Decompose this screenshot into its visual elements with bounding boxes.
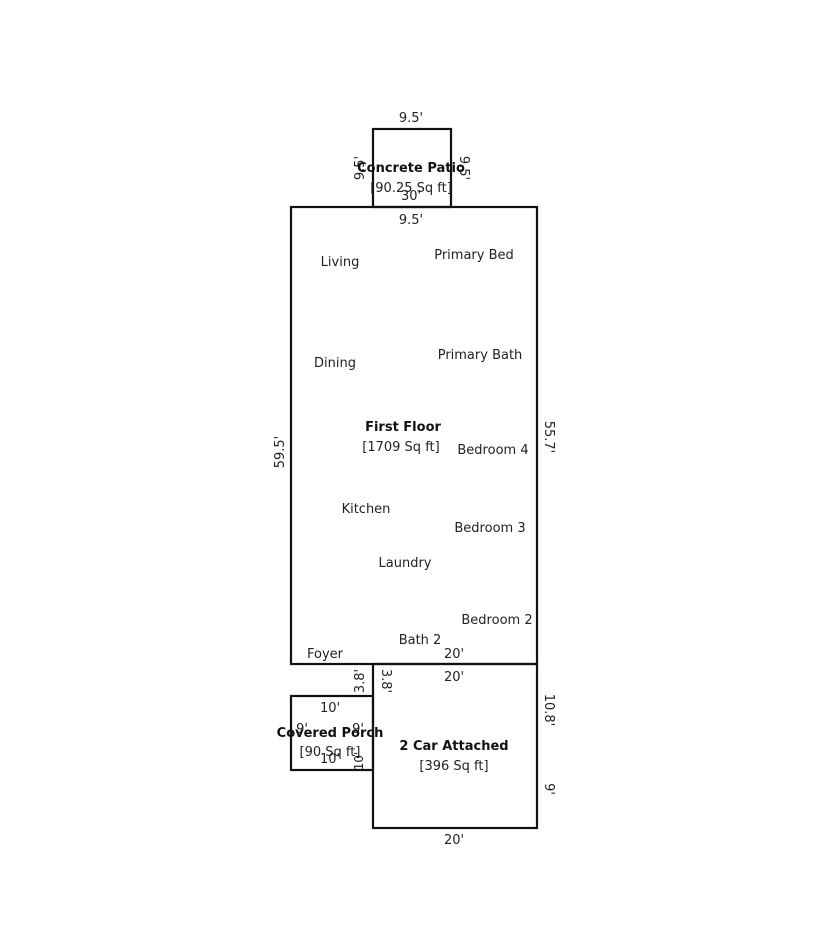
- first-floor-label: First Floor: [365, 420, 441, 435]
- room-dining: Dining: [314, 356, 356, 371]
- porch-left-dimension: 9': [296, 722, 308, 737]
- room-primary-bath: Primary Bath: [438, 348, 523, 363]
- room-bedroom-2: Bedroom 2: [461, 613, 532, 628]
- room-living: Living: [321, 255, 360, 270]
- room-kitchen: Kitchen: [342, 502, 391, 517]
- garage-right-lower-dimension: 9': [541, 783, 556, 795]
- first-floor-top-dimension: 9.5': [399, 213, 423, 228]
- garage-label: 2 Car Attached: [399, 739, 508, 754]
- first-floor-porch-edge-dimension: 3.8': [353, 669, 368, 693]
- patio-bottom-dimension: 30': [401, 189, 421, 204]
- porch-side-dimension: 10': [352, 752, 366, 771]
- room-bedroom-3: Bedroom 3: [454, 521, 525, 536]
- porch-right-dimension: 9': [352, 722, 364, 737]
- patio-right-dimension: 9.5': [456, 156, 471, 180]
- covered-porch-label: Covered Porch: [277, 726, 384, 741]
- first-floor-garage-edge-dimension: 20': [444, 647, 464, 662]
- room-primary-bed: Primary Bed: [434, 248, 514, 263]
- concrete-patio-label: Concrete Patio: [357, 161, 465, 176]
- garage-top-dimension: 20': [444, 670, 464, 685]
- room-bedroom-4: Bedroom 4: [457, 443, 528, 458]
- room-foyer: Foyer: [307, 647, 344, 662]
- garage-outline: [371, 662, 539, 830]
- first-floor-outline: [289, 205, 539, 666]
- first-floor-area: [1709 Sq ft]: [362, 440, 439, 455]
- patio-left-dimension: 9.5': [353, 156, 368, 180]
- garage-bottom-dimension: 20': [444, 833, 464, 848]
- first-floor-left-dimension: 59.5': [273, 436, 288, 469]
- room-laundry: Laundry: [379, 556, 432, 571]
- garage-left-dimension: 3.8': [378, 669, 393, 693]
- concrete-patio-area: [90.25 Sq ft]: [370, 181, 452, 196]
- garage-area: [396 Sq ft]: [419, 759, 488, 774]
- covered-porch-area: [90 Sq ft]: [300, 745, 361, 760]
- first-floor-right-dimension: 55.7': [541, 421, 556, 454]
- garage-right-upper-dimension: 10.8': [541, 694, 556, 727]
- porch-bottom-dimension: 10': [320, 752, 340, 767]
- porch-top-dimension: 10': [320, 701, 340, 716]
- patio-top-dimension: 9.5': [399, 111, 423, 126]
- room-bath-2: Bath 2: [399, 633, 442, 648]
